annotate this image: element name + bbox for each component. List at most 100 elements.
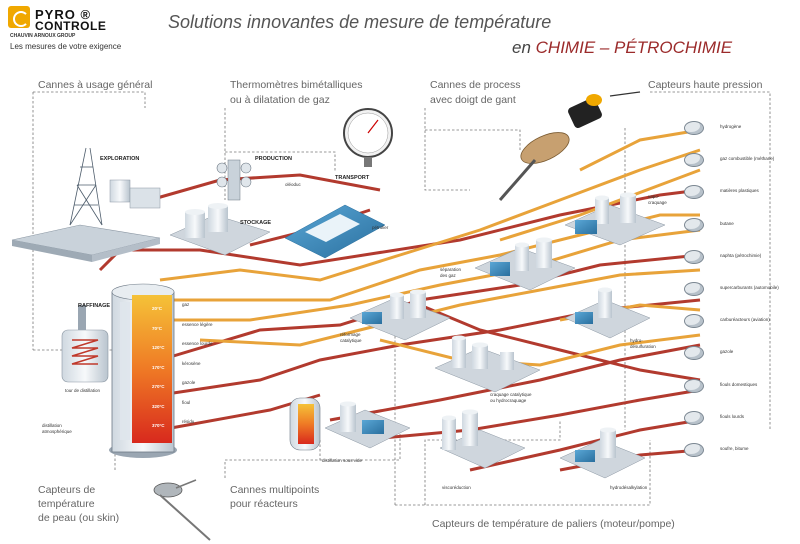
vapocraquage-unit (564, 192, 666, 246)
product-label: supercarburants (automobile) (720, 285, 779, 290)
multipoint-reactor (289, 397, 321, 451)
production-wellhead (216, 159, 252, 201)
page-subtitle: en CHIMIE – PÉTROCHIMIE (512, 38, 732, 58)
product-label: soufre, bitume (720, 446, 749, 451)
product-sensor-icon (684, 410, 704, 425)
pyro-controle-logo: PYRO ® CONTROLE CHAUVIN ARNOUX GROUP (8, 6, 148, 54)
label-production: PRODUCTION (255, 156, 292, 162)
subtitle-prefix: en (512, 38, 531, 57)
label-reformage-l2: catalytique (340, 338, 362, 343)
label-vapocraquage-l1: vapo- (648, 194, 660, 199)
tanker-ship (284, 204, 386, 259)
product-sensor-icon (684, 217, 704, 232)
logo-text-line2: CONTROLE (35, 19, 107, 33)
category-bimetal-l2: ou à dilatation de gaz (230, 94, 330, 106)
label-reformage-l1: réformage (340, 332, 361, 337)
label-cracking-l2: ou hydrocraquage (490, 398, 527, 403)
logo-tagline: Les mesures de votre exigence (10, 42, 122, 51)
label-atm-distillation-l1: distillation (42, 423, 62, 428)
category-skin-l1: Capteurs de (38, 484, 96, 496)
product-label: naphta (pétrochimie) (720, 252, 762, 258)
distillation-column (109, 283, 177, 458)
column-temperature: 120°C (152, 345, 165, 350)
product-label: fiouls domestiques (720, 381, 758, 387)
column-temperature: 170°C (152, 364, 165, 370)
label-hydrodesulf-l2: désulfuration (630, 344, 656, 349)
gas-separation-unit (474, 237, 576, 291)
catalytic-cracking-unit (434, 335, 541, 393)
page-title: Solutions innovantes de mesure de tempér… (168, 12, 552, 32)
label-petrolier: pétrolier (372, 225, 389, 230)
product-label: hydrogène (720, 124, 742, 129)
column-fraction-label: fioul (182, 399, 191, 405)
category-skin-l2: température (38, 498, 95, 510)
product-sensor-icon (684, 314, 704, 329)
label-hydrodesulf-l1: hydro- (630, 338, 643, 343)
logo-text-line1: PYRO ® (35, 7, 92, 22)
product-label: gaz combustible (méthane) (720, 156, 775, 162)
bimetal-thermometer-icon (343, 108, 393, 167)
category-process-l2: avec doigt de gant (430, 94, 516, 106)
exploration-rig (11, 147, 161, 262)
logo-group-text: CHAUVIN ARNOUX GROUP (10, 33, 76, 39)
product-label: carburéacteurs (aviation) (720, 317, 770, 323)
column-fraction-label: essence légère (182, 321, 213, 327)
subtitle-highlight: CHIMIE – PÉTROCHIMIE (535, 38, 733, 57)
category-process-l1: Cannes de process (430, 79, 521, 91)
label-raffinage: RAFFINAGE (78, 303, 111, 309)
column-temperature: 270°C (152, 384, 165, 389)
column-temperature: 70°C (152, 325, 163, 331)
category-bimetal-l1: Thermomètres bimétalliques (230, 79, 363, 91)
label-atm-distillation-l2: atmosphérique (42, 429, 72, 434)
label-transport: TRANSPORT (335, 175, 370, 181)
product-sensor-icon (684, 443, 704, 457)
hydrodesulfurization-unit (564, 287, 651, 339)
product-sensor-icon (684, 121, 704, 135)
product-sensor-icon (684, 153, 704, 168)
label-stockage: STOCKAGE (240, 220, 272, 226)
label-separation-l2: des gaz (440, 273, 456, 278)
category-bearings: Capteurs de température de paliers (mote… (432, 518, 675, 530)
category-high-pressure: Capteurs haute pression (648, 79, 763, 91)
logo-mark-icon (8, 6, 30, 28)
storage-tanks (169, 203, 271, 256)
column-temperature: 370°C (152, 423, 165, 428)
column-temperature: 320°C (152, 403, 165, 409)
label-visbreaking: viscoréduction (442, 485, 471, 490)
product-sensor-icon (684, 249, 704, 264)
label-hydrodealkylation: hydrodésalkylation (610, 485, 648, 490)
label-separation-l1: séparation (440, 267, 462, 272)
product-sensor-icon (684, 378, 704, 393)
product-sensor-icon (684, 282, 704, 296)
product-label: fiouls lourds (720, 413, 745, 419)
process-lance-icon (498, 91, 641, 201)
vacuum-distillation-unit (324, 401, 411, 449)
product-label: matières plastiques (720, 188, 759, 194)
category-multipoint-l2: pour réacteurs (230, 498, 298, 510)
hydrodealkylation-unit (559, 427, 646, 479)
category-general-lances: Cannes à usage général (38, 79, 153, 91)
refining-furnace (61, 305, 109, 383)
label-cracking-l1: craquage catalytique (490, 392, 532, 397)
column-fraction-label: résidu (182, 419, 195, 424)
product-sensor-icon (684, 346, 704, 361)
column-fraction-label: kérosène (182, 360, 201, 366)
column-temperature: 20°C (152, 306, 163, 311)
label-distillation-tower: tour de distillation (65, 388, 101, 393)
label-exploration: EXPLORATION (100, 156, 140, 162)
product-label: butane (720, 220, 734, 226)
column-fraction-label: gazole (182, 380, 196, 385)
column-fraction-label: gaz (182, 302, 190, 307)
skin-sensor-icon (153, 479, 211, 541)
catalytic-reforming-unit (349, 289, 451, 341)
product-sensor-icon (684, 185, 704, 200)
column-fraction-label: essence lourde (182, 341, 213, 346)
label-vapocraquage-l2: craquage (648, 200, 667, 205)
label-oleoduc: oléoduc (285, 182, 301, 187)
category-skin-l3: de peau (ou skin) (38, 512, 120, 524)
product-label: gazole (720, 349, 734, 355)
visbreaking-unit (439, 409, 526, 469)
label-vacuum-distillation: distillation sous vide (322, 458, 363, 463)
category-multipoint-l1: Cannes multipoints (230, 484, 320, 496)
